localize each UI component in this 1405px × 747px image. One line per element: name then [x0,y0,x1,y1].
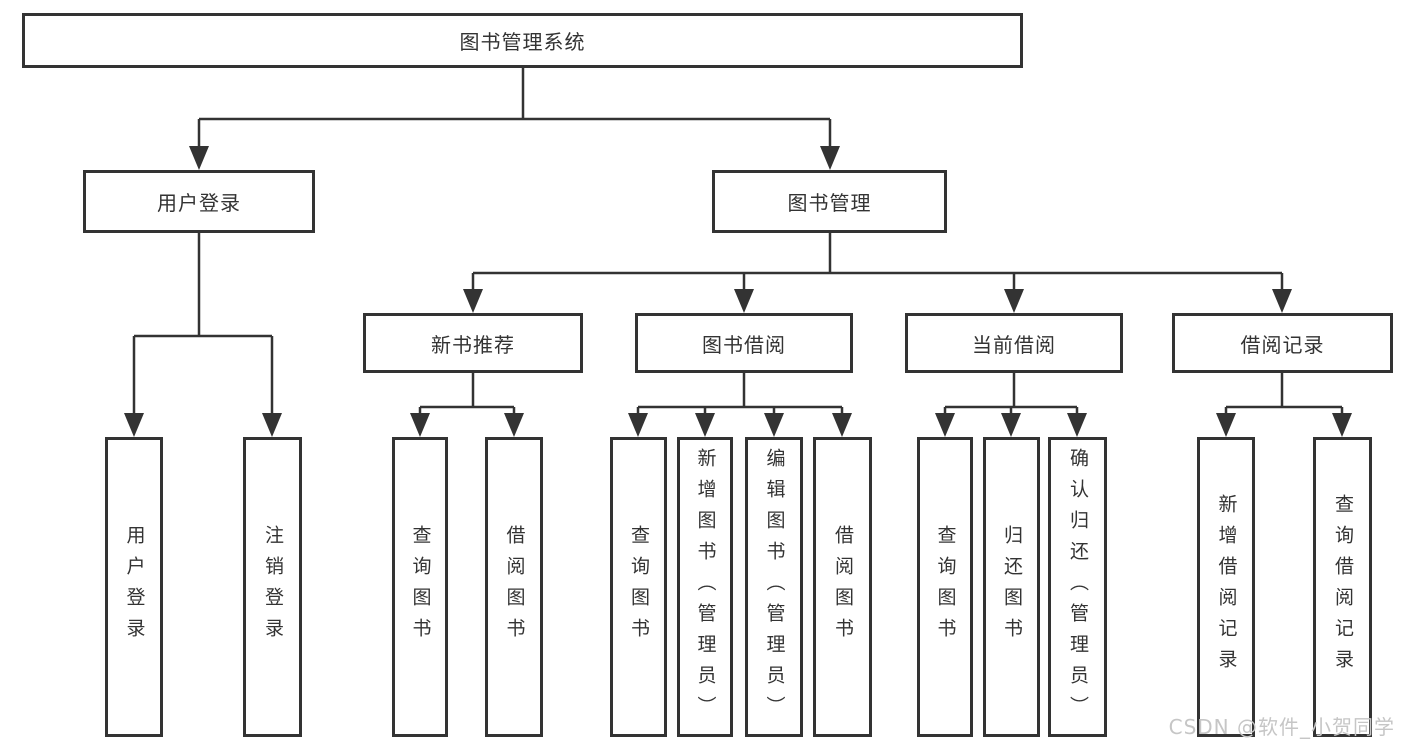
node-add-borrow-record: 新增借阅记录 [1197,437,1255,737]
node-edit-books-admin: 编辑图书（管理员） [745,437,803,737]
node-borrowing-records: 借阅记录 [1172,313,1393,373]
node-book-borrowing: 图书借阅 [635,313,853,373]
node-user-login-group-label: 用户登录 [157,191,241,215]
node-query-borrow-record-label: 查询借阅记录 [1332,494,1354,680]
node-book-borrowing-label: 图书借阅 [702,332,786,357]
node-root: 图书管理系统 [22,13,1023,68]
node-query-books-current-label: 查询图书 [934,525,957,649]
node-query-books-recommend-label: 查询图书 [409,525,432,649]
node-user-login-leaf: 用户登录 [105,437,163,737]
csdn-watermark: CSDN @软件_小贺同学 [1168,715,1395,739]
node-logout: 注销登录 [243,437,302,737]
node-borrow-books-recommend: 借阅图书 [485,437,543,737]
node-query-books-recommend: 查询图书 [392,437,448,737]
node-query-books-current: 查询图书 [917,437,973,737]
node-borrow-books-borrowing-label: 借阅图书 [832,525,854,649]
node-confirm-return-admin: 确认归还（管理员） [1048,437,1107,737]
node-borrow-books-borrowing: 借阅图书 [813,437,872,737]
node-root-label: 图书管理系统 [459,30,586,54]
node-confirm-return-admin-label: 确认归还（管理员） [1067,447,1089,727]
node-return-books: 归还图书 [983,437,1040,737]
node-book-management-group: 图书管理 [712,170,947,233]
node-query-books-borrowing: 查询图书 [610,437,667,737]
node-add-books-admin: 新增图书（管理员） [677,437,733,737]
node-borrowing-records-label: 借阅记录 [1240,332,1325,357]
node-current-borrowing: 当前借阅 [905,313,1123,373]
node-new-book-recommendation: 新书推荐 [363,313,583,373]
node-return-books-label: 归还图书 [1001,525,1023,649]
node-book-management-group-label: 图书管理 [787,191,872,215]
node-user-login-group: 用户登录 [83,170,315,233]
node-borrow-books-recommend-label: 借阅图书 [503,525,526,649]
node-edit-books-admin-label: 编辑图书（管理员） [763,447,786,727]
node-user-login-leaf-label: 用户登录 [123,525,146,649]
node-query-books-borrowing-label: 查询图书 [628,525,650,649]
node-add-books-admin-label: 新增图书（管理员） [694,447,717,727]
node-logout-label: 注销登录 [262,525,284,649]
node-new-book-recommendation-label: 新书推荐 [431,332,515,357]
node-query-borrow-record: 查询借阅记录 [1313,437,1372,737]
node-add-borrow-record-label: 新增借阅记录 [1215,494,1238,680]
node-current-borrowing-label: 当前借阅 [972,332,1056,357]
